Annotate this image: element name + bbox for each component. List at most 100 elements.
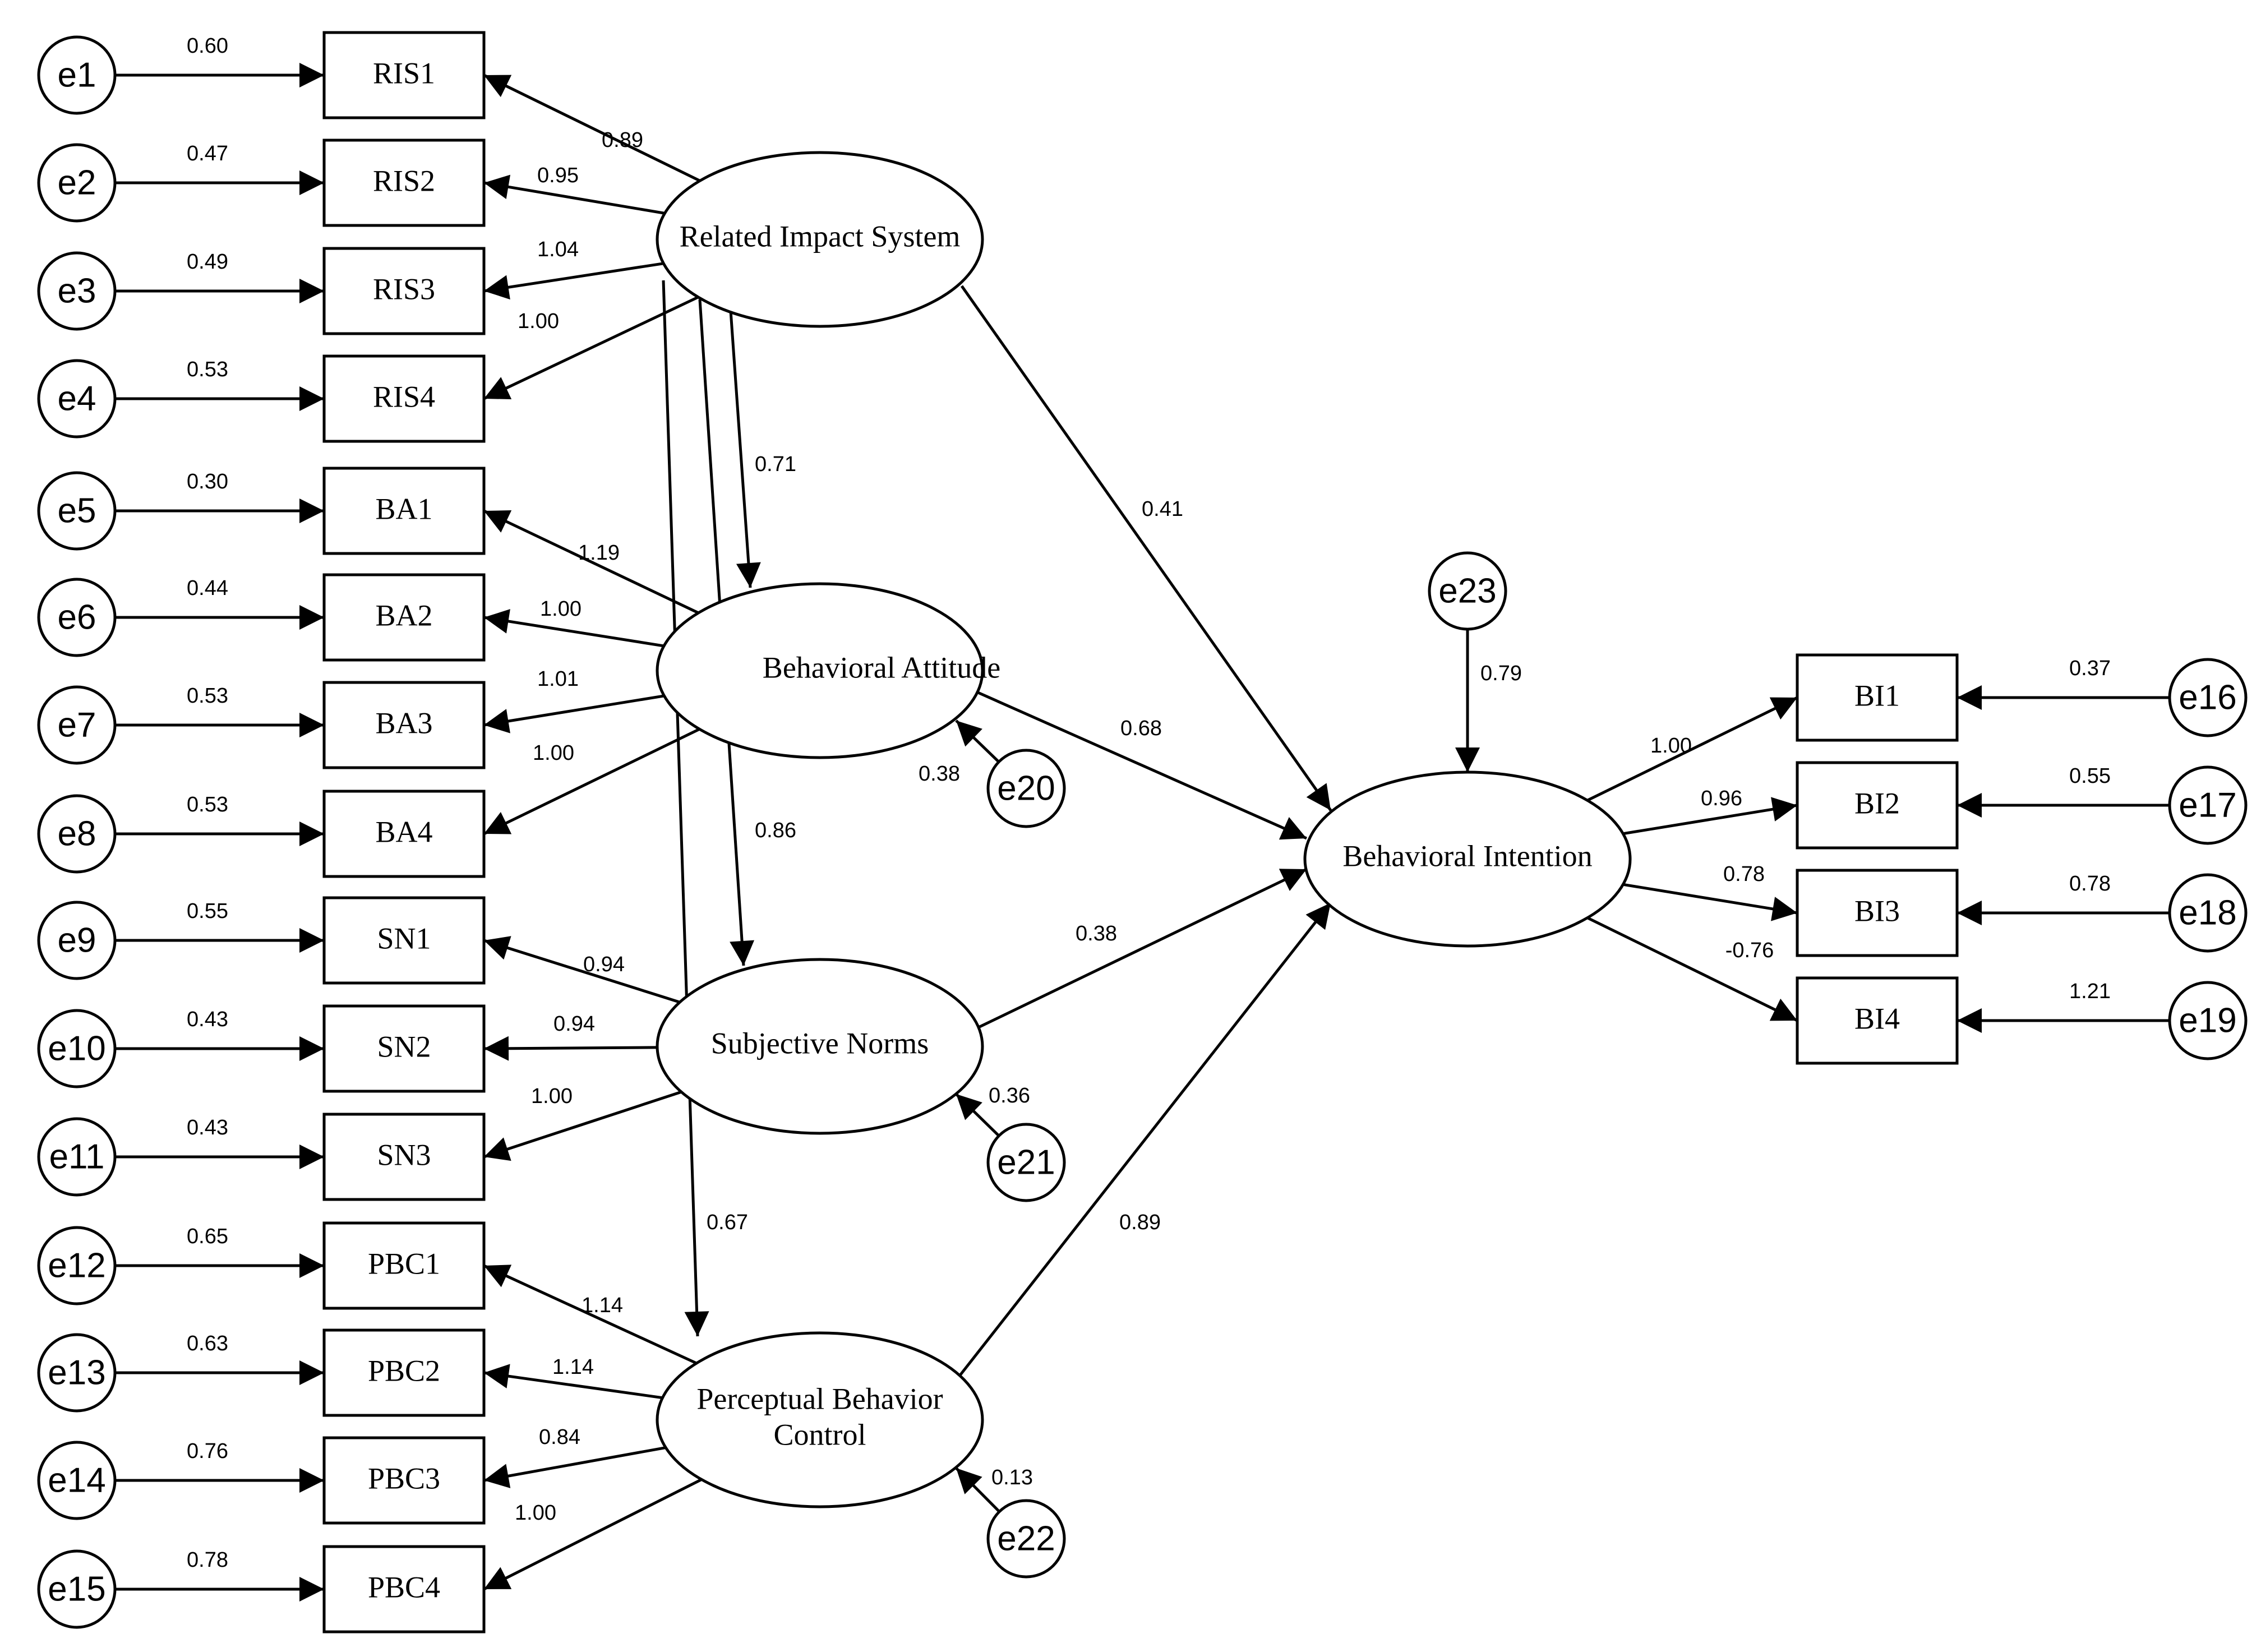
error-circle <box>37 794 117 874</box>
latent-ba: Behavioral Attitude <box>656 582 1000 759</box>
loading-coefficient: 1.00 <box>531 1085 573 1108</box>
disturbance-e23: e23 <box>1428 551 1507 631</box>
error-label: e17 <box>2179 786 2236 824</box>
error-term-e15: e15 <box>37 1549 117 1629</box>
path-ris-pbc <box>662 280 709 1337</box>
latent-ellipse <box>656 151 984 328</box>
indicator-ba1: BA1 <box>322 467 486 555</box>
indicator-label: SN1 <box>377 921 431 955</box>
indicator-box <box>1796 761 1959 850</box>
error-label: e15 <box>48 1570 105 1608</box>
loading-coefficient: 0.94 <box>553 1012 595 1036</box>
error-term-e8: e8 <box>37 794 117 874</box>
path-ba-bi <box>972 689 1308 840</box>
latent-ris: Related Impact System <box>656 151 984 328</box>
error-coefficient: 0.78 <box>187 1548 228 1572</box>
indicator-label: PBC2 <box>368 1354 440 1387</box>
indicator-box <box>322 573 486 662</box>
disturbance-e20: e20 <box>986 749 1066 828</box>
error-term-e7: e7 <box>37 685 117 765</box>
loading-coefficient: 1.00 <box>533 741 574 765</box>
disturbance-coefficient: 0.13 <box>991 1466 1033 1489</box>
loading-arrow <box>483 728 700 836</box>
path-sn-bi <box>977 867 1308 1029</box>
path-coefficient: 0.67 <box>707 1211 748 1234</box>
indicator-sn2: SN2 <box>322 1004 486 1093</box>
loading-arrow <box>483 73 701 182</box>
loading-arrow <box>1622 797 1798 836</box>
indicator-ba2: BA2 <box>322 573 486 662</box>
error-label: e8 <box>58 814 96 853</box>
error-circle <box>37 359 117 439</box>
error-label: e10 <box>48 1029 105 1068</box>
path-ris-ba <box>727 287 761 588</box>
indicator-label: PBC3 <box>368 1461 440 1495</box>
indicator-ris2: RIS2 <box>322 139 486 227</box>
indicator-bi2: BI2 <box>1796 761 1959 850</box>
indicator-pbc2: PBC2 <box>322 1328 486 1417</box>
loading-arrow <box>483 1090 682 1161</box>
loading-arrow <box>483 1264 698 1365</box>
indicator-ris3: RIS3 <box>322 247 486 335</box>
error-coefficient: 0.44 <box>187 576 228 600</box>
disturbance-label: e22 <box>997 1519 1055 1558</box>
error-coefficient: 0.63 <box>187 1332 228 1355</box>
loading-coefficient: -0.76 <box>1725 939 1774 962</box>
error-circle <box>37 35 117 115</box>
error-circle <box>2168 765 2248 845</box>
error-circle <box>2168 873 2248 953</box>
loading-coefficient: 0.96 <box>1701 787 1742 810</box>
disturbance-arrow <box>955 719 1000 763</box>
error-coefficient: 0.76 <box>187 1439 228 1463</box>
indicator-ba4: BA4 <box>322 790 486 878</box>
error-label: e1 <box>58 56 96 94</box>
error-term-e16: e16 <box>2168 658 2248 737</box>
error-label: e6 <box>58 598 96 636</box>
error-label: e13 <box>48 1353 105 1392</box>
error-coefficient: 0.78 <box>2069 872 2111 896</box>
loading-arrow <box>483 609 665 648</box>
indicator-box <box>322 247 486 335</box>
error-circle <box>2168 658 2248 737</box>
edge-layer <box>115 63 2170 1602</box>
latent-sn: Subjective Norms <box>656 958 984 1135</box>
error-coefficient: 0.53 <box>187 684 228 708</box>
indicator-ba3: BA3 <box>322 681 486 769</box>
error-coefficient: 0.30 <box>187 470 228 493</box>
error-label: e3 <box>58 271 96 310</box>
loading-coefficient: 1.00 <box>540 597 582 621</box>
error-term-e11: e11 <box>37 1117 117 1197</box>
indicator-label: BI2 <box>1854 786 1900 820</box>
indicator-box <box>1796 976 1959 1065</box>
error-coefficient: 0.37 <box>2069 657 2111 680</box>
path-coefficient: 0.68 <box>1120 717 1162 740</box>
loading-coefficient: 1.14 <box>552 1355 594 1379</box>
path-coefficient: 0.86 <box>755 819 796 842</box>
error-circle <box>37 143 117 223</box>
latent-label: Perceptual Behavior <box>696 1382 943 1415</box>
latent-label: Related Impact System <box>680 219 961 253</box>
path-pbc-bi <box>958 902 1332 1378</box>
loading-arrow <box>483 1364 663 1400</box>
indicator-pbc1: PBC1 <box>322 1221 486 1310</box>
indicator-label: RIS3 <box>373 272 435 306</box>
disturbance-circle <box>986 749 1066 828</box>
indicator-label: SN2 <box>377 1030 431 1063</box>
error-label: e11 <box>49 1137 105 1176</box>
latent-label: Control <box>773 1418 866 1451</box>
loading-arrow <box>483 296 699 400</box>
error-circle <box>2168 981 2248 1060</box>
loading-arrow <box>483 1036 658 1061</box>
indicator-box <box>322 31 486 119</box>
indicator-label: RIS4 <box>373 380 435 413</box>
error-coefficient: 0.47 <box>187 142 228 165</box>
latent-ellipse <box>1303 770 1632 948</box>
indicator-label: BA2 <box>375 598 432 632</box>
path-coefficient: 0.71 <box>755 453 796 476</box>
path-coefficient: 0.89 <box>1119 1211 1161 1234</box>
indicator-label: PBC4 <box>368 1570 440 1604</box>
error-term-e12: e12 <box>37 1226 117 1305</box>
indicator-label: PBC1 <box>368 1247 440 1280</box>
indicator-box <box>322 1004 486 1093</box>
disturbance-arrow <box>955 1093 1000 1137</box>
